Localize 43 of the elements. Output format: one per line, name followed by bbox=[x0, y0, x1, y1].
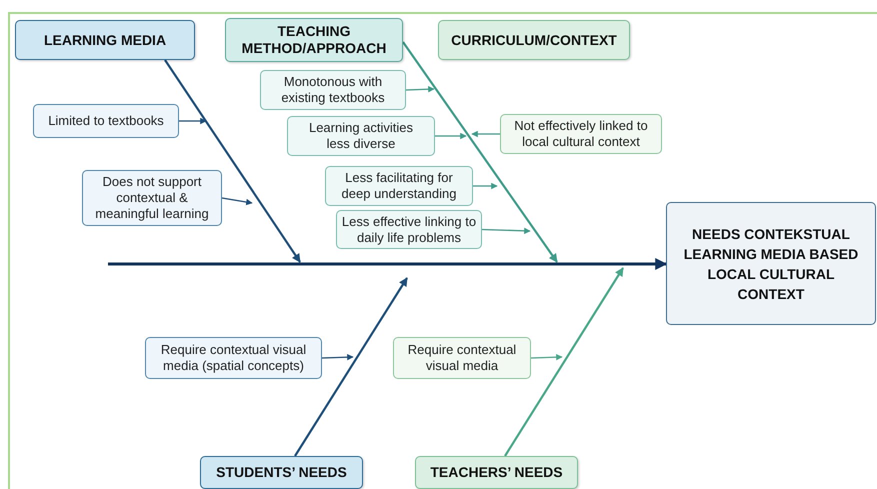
arrow bbox=[435, 132, 467, 140]
cause-box bbox=[145, 337, 322, 379]
arrow bbox=[322, 354, 354, 360]
category-box bbox=[15, 20, 195, 60]
heading-text: CURRICULUM/CONTEXT bbox=[451, 32, 617, 48]
category-box bbox=[438, 20, 630, 60]
arrow bbox=[471, 130, 500, 138]
cause-text: Limited to textbooks bbox=[48, 113, 164, 129]
arrow bbox=[473, 182, 498, 190]
cause-box bbox=[33, 104, 179, 138]
effect-box bbox=[666, 202, 876, 325]
arrow bbox=[164, 59, 301, 263]
cause-box bbox=[82, 170, 222, 226]
heading-text: LEARNING MEDIA bbox=[44, 32, 166, 48]
heading-text: TEACHERS’ NEEDS bbox=[430, 464, 563, 481]
arrow bbox=[108, 258, 668, 270]
cause-text: Require contextual visual media (spatial concepts) bbox=[160, 342, 308, 374]
cause-box bbox=[325, 166, 473, 206]
cause-text: Less effective linking to daily life problems bbox=[340, 214, 478, 246]
arrow bbox=[222, 197, 253, 206]
cause-box bbox=[393, 337, 531, 379]
cause-box bbox=[287, 116, 435, 156]
heading-text: NEEDS CONTEKSTUAL LEARNING MEDIA BASED LOCAL CULTURAL CONTEXT bbox=[682, 224, 860, 304]
category-box bbox=[225, 18, 403, 62]
cause-text: Not effectively linked to local cultural context bbox=[513, 118, 649, 150]
category-box bbox=[415, 456, 578, 489]
cause-box bbox=[500, 114, 662, 154]
arrow bbox=[530, 354, 563, 360]
cause-text: Monotonous with existing textbooks bbox=[280, 74, 386, 106]
cause-box bbox=[260, 70, 406, 110]
category-box bbox=[200, 456, 363, 489]
arrow bbox=[406, 86, 435, 92]
cause-text: Less facilitating for deep understanding bbox=[340, 170, 458, 202]
arrow bbox=[504, 267, 624, 457]
arrow bbox=[294, 277, 408, 457]
cause-text: Does not support contextual & meaningful learning bbox=[94, 174, 210, 222]
heading-text: STUDENTS’ NEEDS bbox=[216, 464, 347, 481]
arrow bbox=[179, 118, 207, 124]
arrow bbox=[402, 41, 558, 263]
cause-text: Learning activities less diverse bbox=[308, 120, 414, 152]
cause-text: Require contextual visual media bbox=[406, 342, 518, 374]
arrow bbox=[482, 228, 531, 234]
heading-text: TEACHING METHOD/APPROACH bbox=[240, 23, 388, 57]
